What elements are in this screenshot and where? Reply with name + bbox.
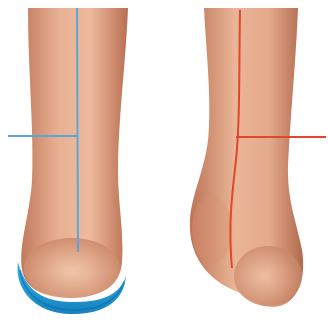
right-heel-pad <box>234 246 302 306</box>
right-ankle-bulge <box>192 196 232 264</box>
left-vertical-alignment-line <box>77 8 78 252</box>
left-heel <box>8 8 128 314</box>
left-heel-pad <box>24 238 120 298</box>
right-heel <box>190 8 326 307</box>
